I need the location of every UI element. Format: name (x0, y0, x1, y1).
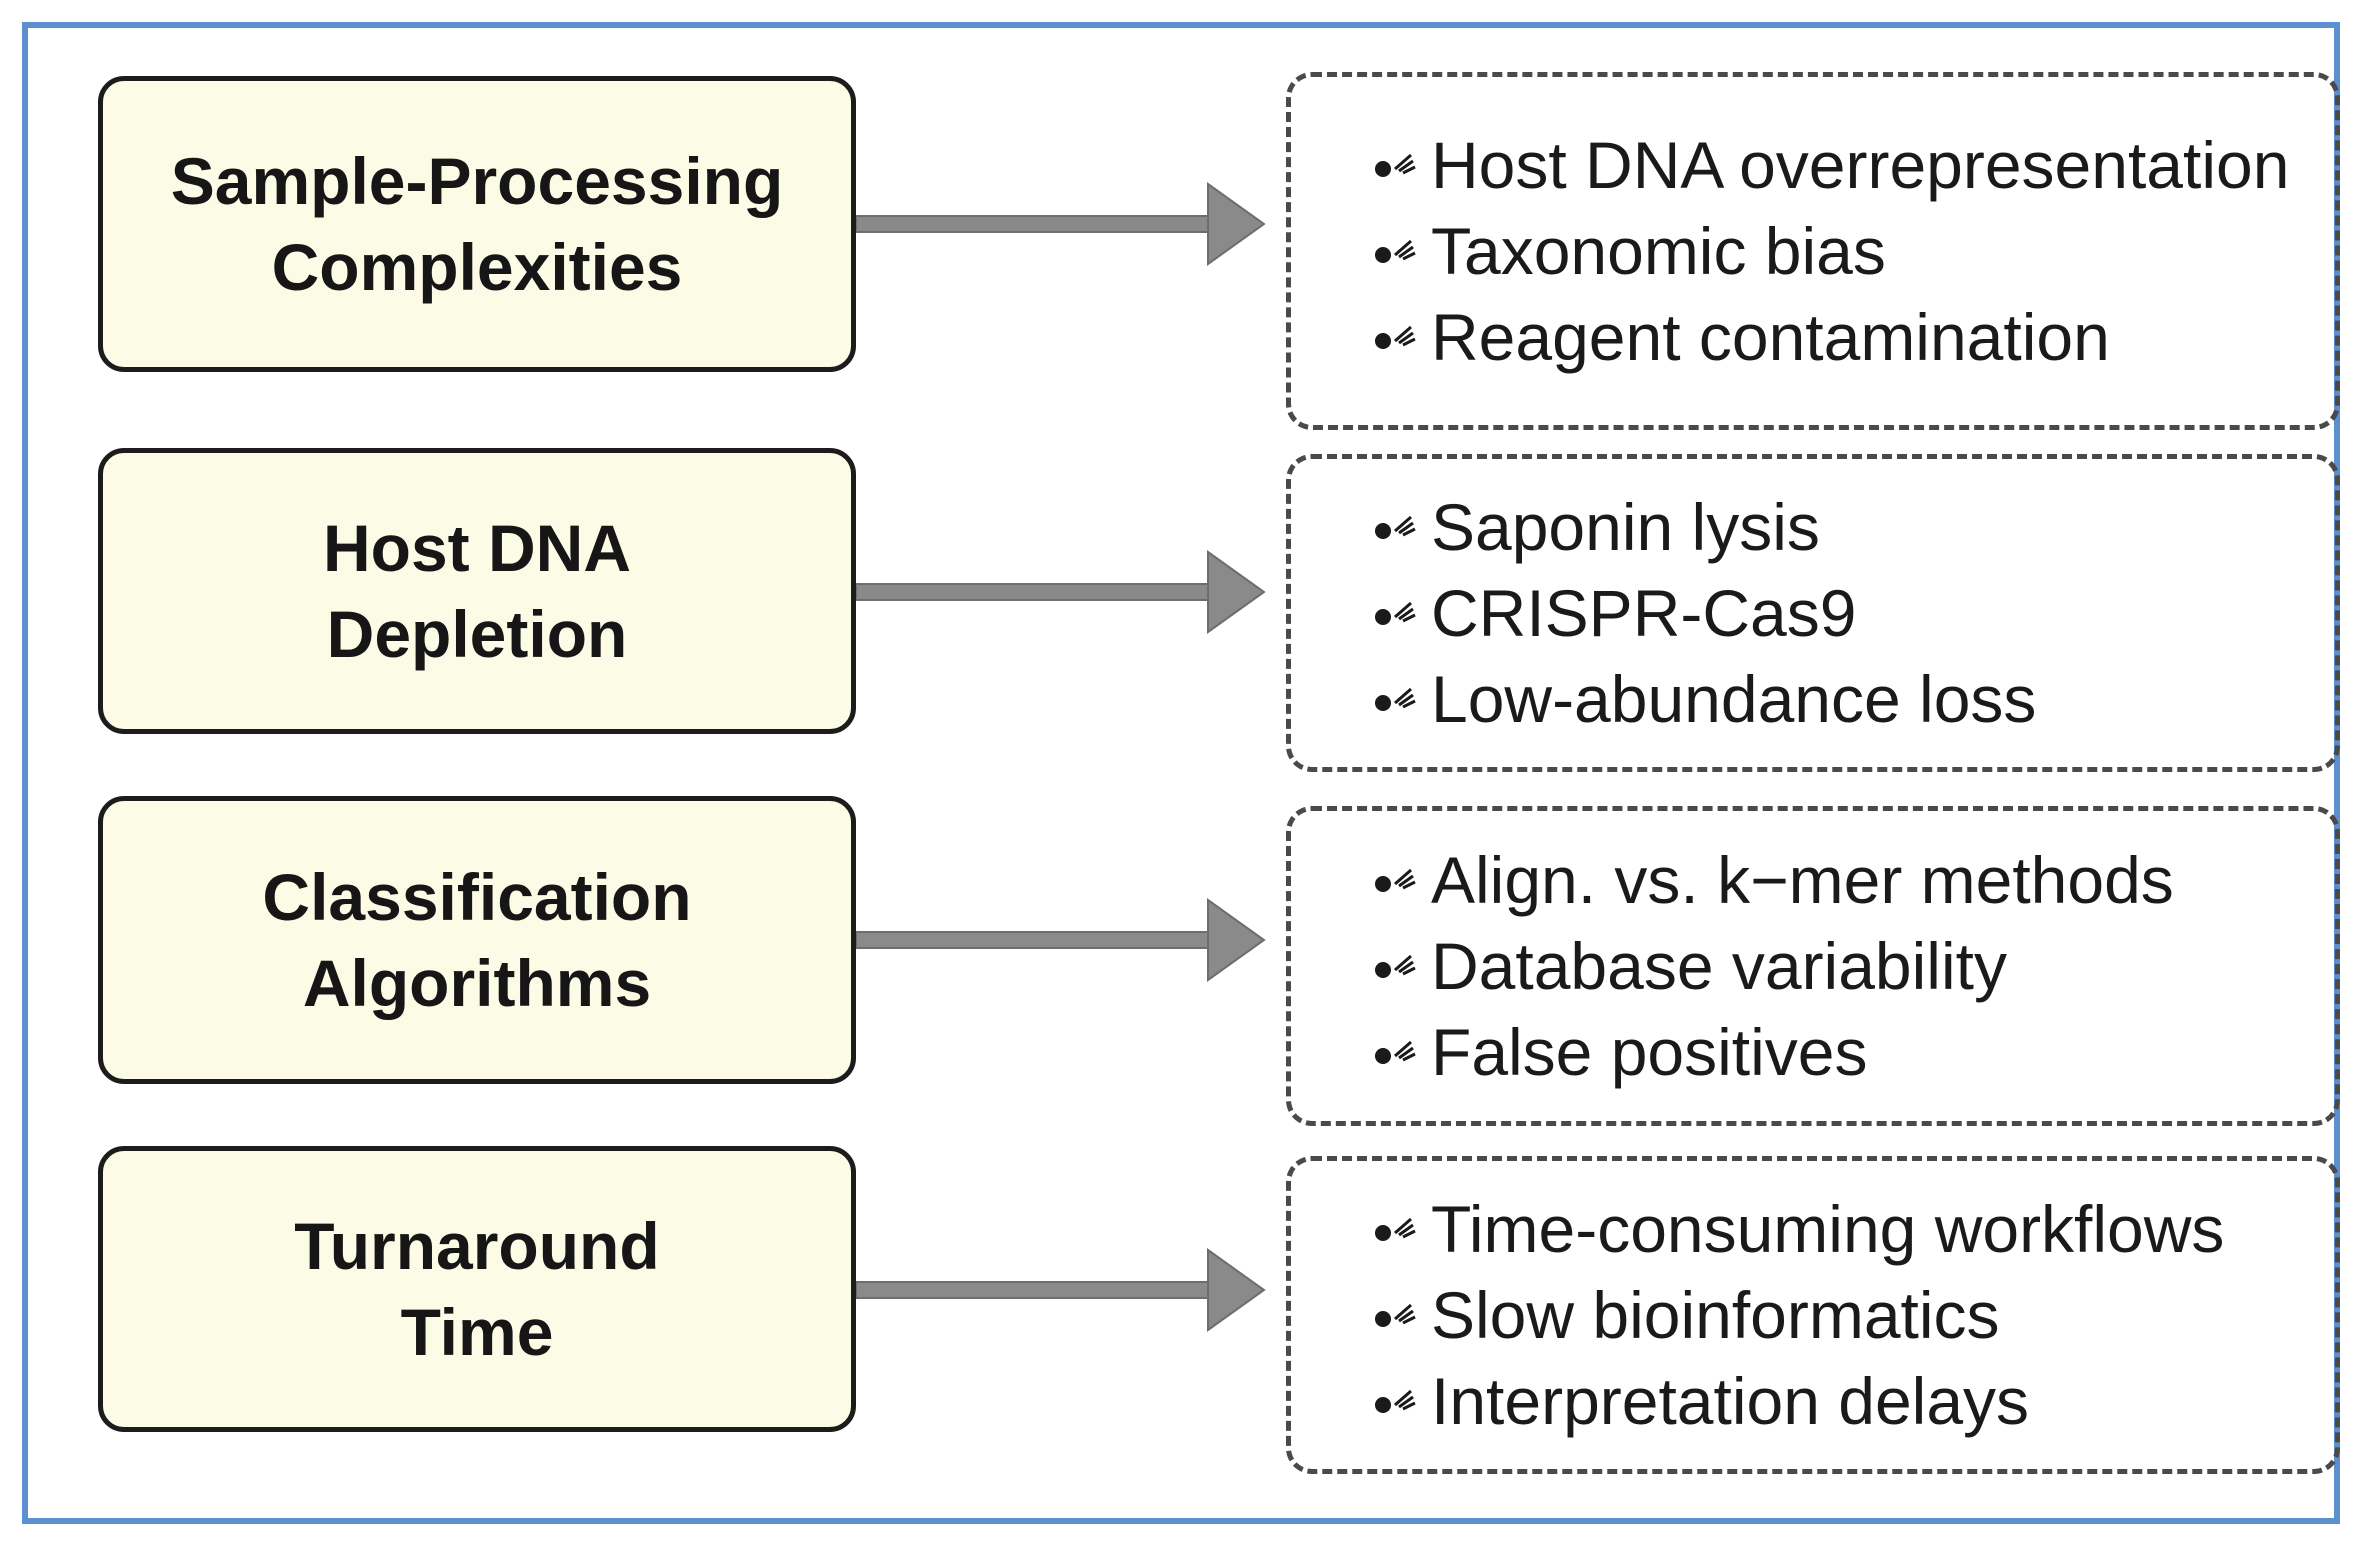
stage-box-sample-processing: Sample-Processing Complexities (98, 76, 856, 372)
bullet-icon (1375, 1040, 1416, 1064)
stage-label: Turnaround Time (294, 1209, 660, 1369)
arrow-right-icon (856, 550, 1266, 634)
stage-box-turnaround-time: Turnaround Time (98, 1146, 856, 1432)
list-item: CRISPR-Cas9 (1371, 570, 2335, 656)
list-item: Interpretation delays (1371, 1358, 2335, 1444)
bullet-icon (1375, 954, 1416, 978)
bullet-icon (1375, 687, 1416, 711)
details-box-classification-algorithms: Align. vs. k−mer methods Database variab… (1286, 806, 2340, 1126)
bullet-icon (1375, 868, 1416, 892)
bullet-icon (1375, 325, 1416, 349)
bullet-icon (1375, 1389, 1416, 1413)
bullet-icon (1375, 239, 1416, 263)
bullet-icon (1375, 1303, 1416, 1327)
details-box-turnaround-time: Time-consuming workflows Slow bioinforma… (1286, 1156, 2340, 1474)
list-item-text: Time-consuming workflows (1431, 1192, 2225, 1266)
stage-box-classification-algorithms: Classification Algorithms (98, 796, 856, 1084)
bullet-icon (1375, 601, 1416, 625)
arrow-right-icon (856, 182, 1266, 266)
list-item-text: Slow bioinformatics (1431, 1278, 2000, 1352)
list-item-text: Host DNA overrepresentation (1431, 128, 2290, 202)
list-item: Align. vs. k−mer methods (1371, 837, 2335, 923)
list-item-text: Align. vs. k−mer methods (1431, 843, 2174, 917)
list-item-text: Interpretation delays (1431, 1364, 2030, 1438)
list-item: Time-consuming workflows (1371, 1186, 2335, 1272)
stage-label: Classification Algorithms (262, 860, 692, 1020)
list-item-text: Saponin lysis (1431, 490, 1820, 564)
bullet-icon (1375, 1217, 1416, 1241)
list-item-text: Reagent contamination (1431, 300, 2110, 374)
list-item: False positives (1371, 1009, 2335, 1095)
list-item-text: Low-abundance loss (1431, 662, 2037, 736)
details-box-sample-processing: Host DNA overrepresentation Taxonomic bi… (1286, 72, 2340, 430)
diagram-frame: Sample-Processing Complexities Host DNA … (22, 22, 2340, 1524)
list-item-text: Database variability (1431, 929, 2007, 1003)
list-item-text: CRISPR-Cas9 (1431, 576, 1857, 650)
arrow-right-icon (856, 1248, 1266, 1332)
list-item-text: False positives (1431, 1015, 1868, 1089)
list-item: Low-abundance loss (1371, 656, 2335, 742)
bullet-icon (1375, 153, 1416, 177)
list-item: Reagent contamination (1371, 294, 2335, 380)
bullet-icon (1375, 515, 1416, 539)
arrow-right-icon (856, 898, 1266, 982)
list-item: Host DNA overrepresentation (1371, 122, 2335, 208)
stage-label: Host DNA Depletion (323, 511, 631, 671)
list-item-text: Taxonomic bias (1431, 214, 1886, 288)
details-box-host-dna-depletion: Saponin lysis CRISPR-Cas9 Low-abundance … (1286, 454, 2340, 772)
list-item: Saponin lysis (1371, 484, 2335, 570)
list-item: Slow bioinformatics (1371, 1272, 2335, 1358)
list-item: Taxonomic bias (1371, 208, 2335, 294)
stage-box-host-dna-depletion: Host DNA Depletion (98, 448, 856, 734)
stage-label: Sample-Processing Complexities (170, 144, 784, 304)
list-item: Database variability (1371, 923, 2335, 1009)
